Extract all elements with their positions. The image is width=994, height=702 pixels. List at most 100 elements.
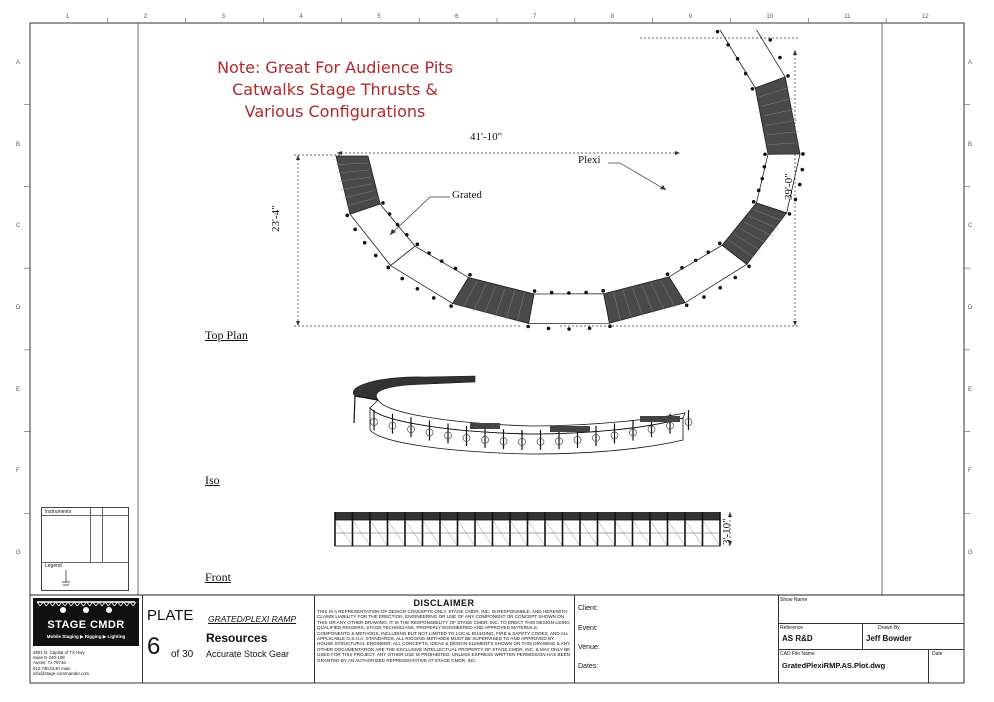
- front-label: Front: [205, 570, 232, 584]
- handrail-post: [801, 152, 805, 156]
- column-label: 3: [221, 14, 225, 20]
- address-line: Austin, Tx 78746: [33, 660, 66, 666]
- handrail-post: [800, 167, 805, 172]
- row-label: E: [968, 386, 973, 393]
- note-line-2: Catwalks Stage Thrusts &: [232, 80, 438, 99]
- row-label: B: [968, 141, 973, 148]
- row-ticks: [24, 104, 970, 514]
- venue-label: Venue:: [578, 644, 600, 651]
- grated-deck-panel: [754, 76, 801, 155]
- plate-label: PLATE: [147, 607, 194, 624]
- plate-description: Accurate Stock Gear: [206, 649, 290, 659]
- plate-number: 6: [147, 633, 161, 660]
- cad-file-label: CAD File Name: [780, 651, 815, 657]
- logo-tagline: Mobile Staging ▶ Rigging ▶ Lighting: [46, 634, 126, 639]
- handrail-post: [353, 227, 357, 232]
- legend-symbol-icon: [62, 570, 70, 586]
- handrail-post: [718, 286, 723, 290]
- iso-ramp: [353, 375, 693, 455]
- date-label: Date: [932, 651, 943, 657]
- handrail-post: [786, 74, 790, 78]
- reference-value: AS R&D: [782, 634, 813, 643]
- disclaimer-title: DISCLAIMER: [413, 598, 475, 608]
- handrail-post: [439, 259, 444, 263]
- address-line: info@stage-commander.com: [33, 670, 90, 676]
- row-label: D: [968, 305, 973, 311]
- handrail-post: [546, 326, 551, 331]
- front-drawing: [334, 512, 732, 547]
- handrail-post: [449, 304, 453, 308]
- design-note: Note: Great For Audience Pits Catwalks S…: [185, 57, 485, 123]
- row-label: F: [16, 468, 20, 475]
- row-label: C: [16, 223, 21, 230]
- handrail-post: [750, 87, 755, 91]
- handrail-post: [743, 71, 748, 76]
- handrail-post: [526, 324, 530, 329]
- width-dimension: 41'-10": [470, 131, 503, 143]
- plate-count: of 30: [171, 649, 194, 660]
- handrail-post: [768, 38, 773, 42]
- project-fields: Client: Event: Venue: Dates:: [574, 595, 779, 683]
- grated-deck-panel: [335, 155, 381, 215]
- column-label: 7: [532, 14, 537, 20]
- instruments-panel: Instruments Legend: [41, 507, 129, 591]
- disclaimer-block: DISCLAIMER THIS IS A REPRESENTATION OF D…: [314, 595, 575, 683]
- stage-cmdr-logo: STAGE CMDR Mobile Staging ▶ Rigging ▶ Li…: [33, 598, 139, 646]
- handrail-post: [567, 327, 571, 331]
- instruments-title: Instruments: [45, 509, 72, 515]
- handrail-post: [751, 200, 756, 204]
- grated-deck-panel: [451, 276, 535, 325]
- logo-name: STAGE CMDR: [47, 619, 125, 631]
- handrail-post: [763, 152, 767, 157]
- handrail-post: [415, 242, 420, 247]
- handrail-post: [415, 287, 420, 291]
- handrail-post: [381, 201, 385, 205]
- handrail-post: [793, 197, 798, 202]
- plexi-deck-panel: [719, 30, 786, 89]
- column-label: 6: [455, 14, 459, 20]
- handrail-post: [567, 291, 571, 295]
- handrail-post: [431, 296, 436, 300]
- handrail-post: [715, 30, 720, 34]
- column-label: 9: [688, 14, 692, 20]
- handrail-post: [532, 289, 537, 293]
- client-label: Client:: [578, 605, 598, 612]
- front-height-dimension: 3'-10": [721, 518, 733, 545]
- handrail-post: [706, 250, 711, 255]
- title-block: STAGE CMDR Mobile Staging ▶ Rigging ▶ Li…: [30, 595, 964, 683]
- reference-label: Reference: [780, 625, 804, 631]
- handrail-post: [601, 288, 605, 293]
- handrail-post: [735, 56, 740, 61]
- handrail-post: [362, 240, 367, 245]
- handrail-post: [760, 176, 765, 181]
- plexi-deck-panel: [528, 293, 610, 324]
- handrail-post: [756, 188, 761, 193]
- row-label: D: [16, 305, 21, 311]
- top-plan-drawing: [294, 30, 805, 331]
- column-label: 8: [610, 14, 615, 20]
- address-line: 512.730.0130 main: [33, 665, 71, 671]
- handrail-post: [778, 55, 782, 60]
- company-address: 3801 N. Capital of TX Hwy Suite E-240-10…: [33, 650, 89, 676]
- left-height-dimension: 23'-4": [270, 205, 282, 232]
- event-label: Event:: [578, 625, 598, 632]
- row-label: G: [16, 550, 21, 557]
- handrail-post: [373, 253, 378, 258]
- handrail-post: [693, 258, 698, 263]
- dates-label: Dates:: [578, 663, 599, 670]
- row-label: F: [968, 468, 972, 475]
- row-label: B: [16, 141, 21, 148]
- legend-title: Legend: [45, 563, 62, 569]
- handrail-post: [680, 265, 684, 270]
- drawn-by-value: Jeff Bowder: [866, 634, 912, 643]
- handrail-post: [587, 326, 592, 331]
- handrail-post: [405, 232, 409, 237]
- handrail-post: [427, 251, 431, 255]
- handrail-post: [717, 241, 722, 246]
- handrail-post: [584, 290, 588, 295]
- column-label: 2: [143, 14, 148, 20]
- column-label: 10: [766, 14, 774, 20]
- handrail-post: [747, 264, 751, 269]
- plate-block: PLATE GRATED/PLEXI RAMP 6 of 30 Resource…: [142, 595, 315, 683]
- plate-category: Resources: [206, 631, 268, 645]
